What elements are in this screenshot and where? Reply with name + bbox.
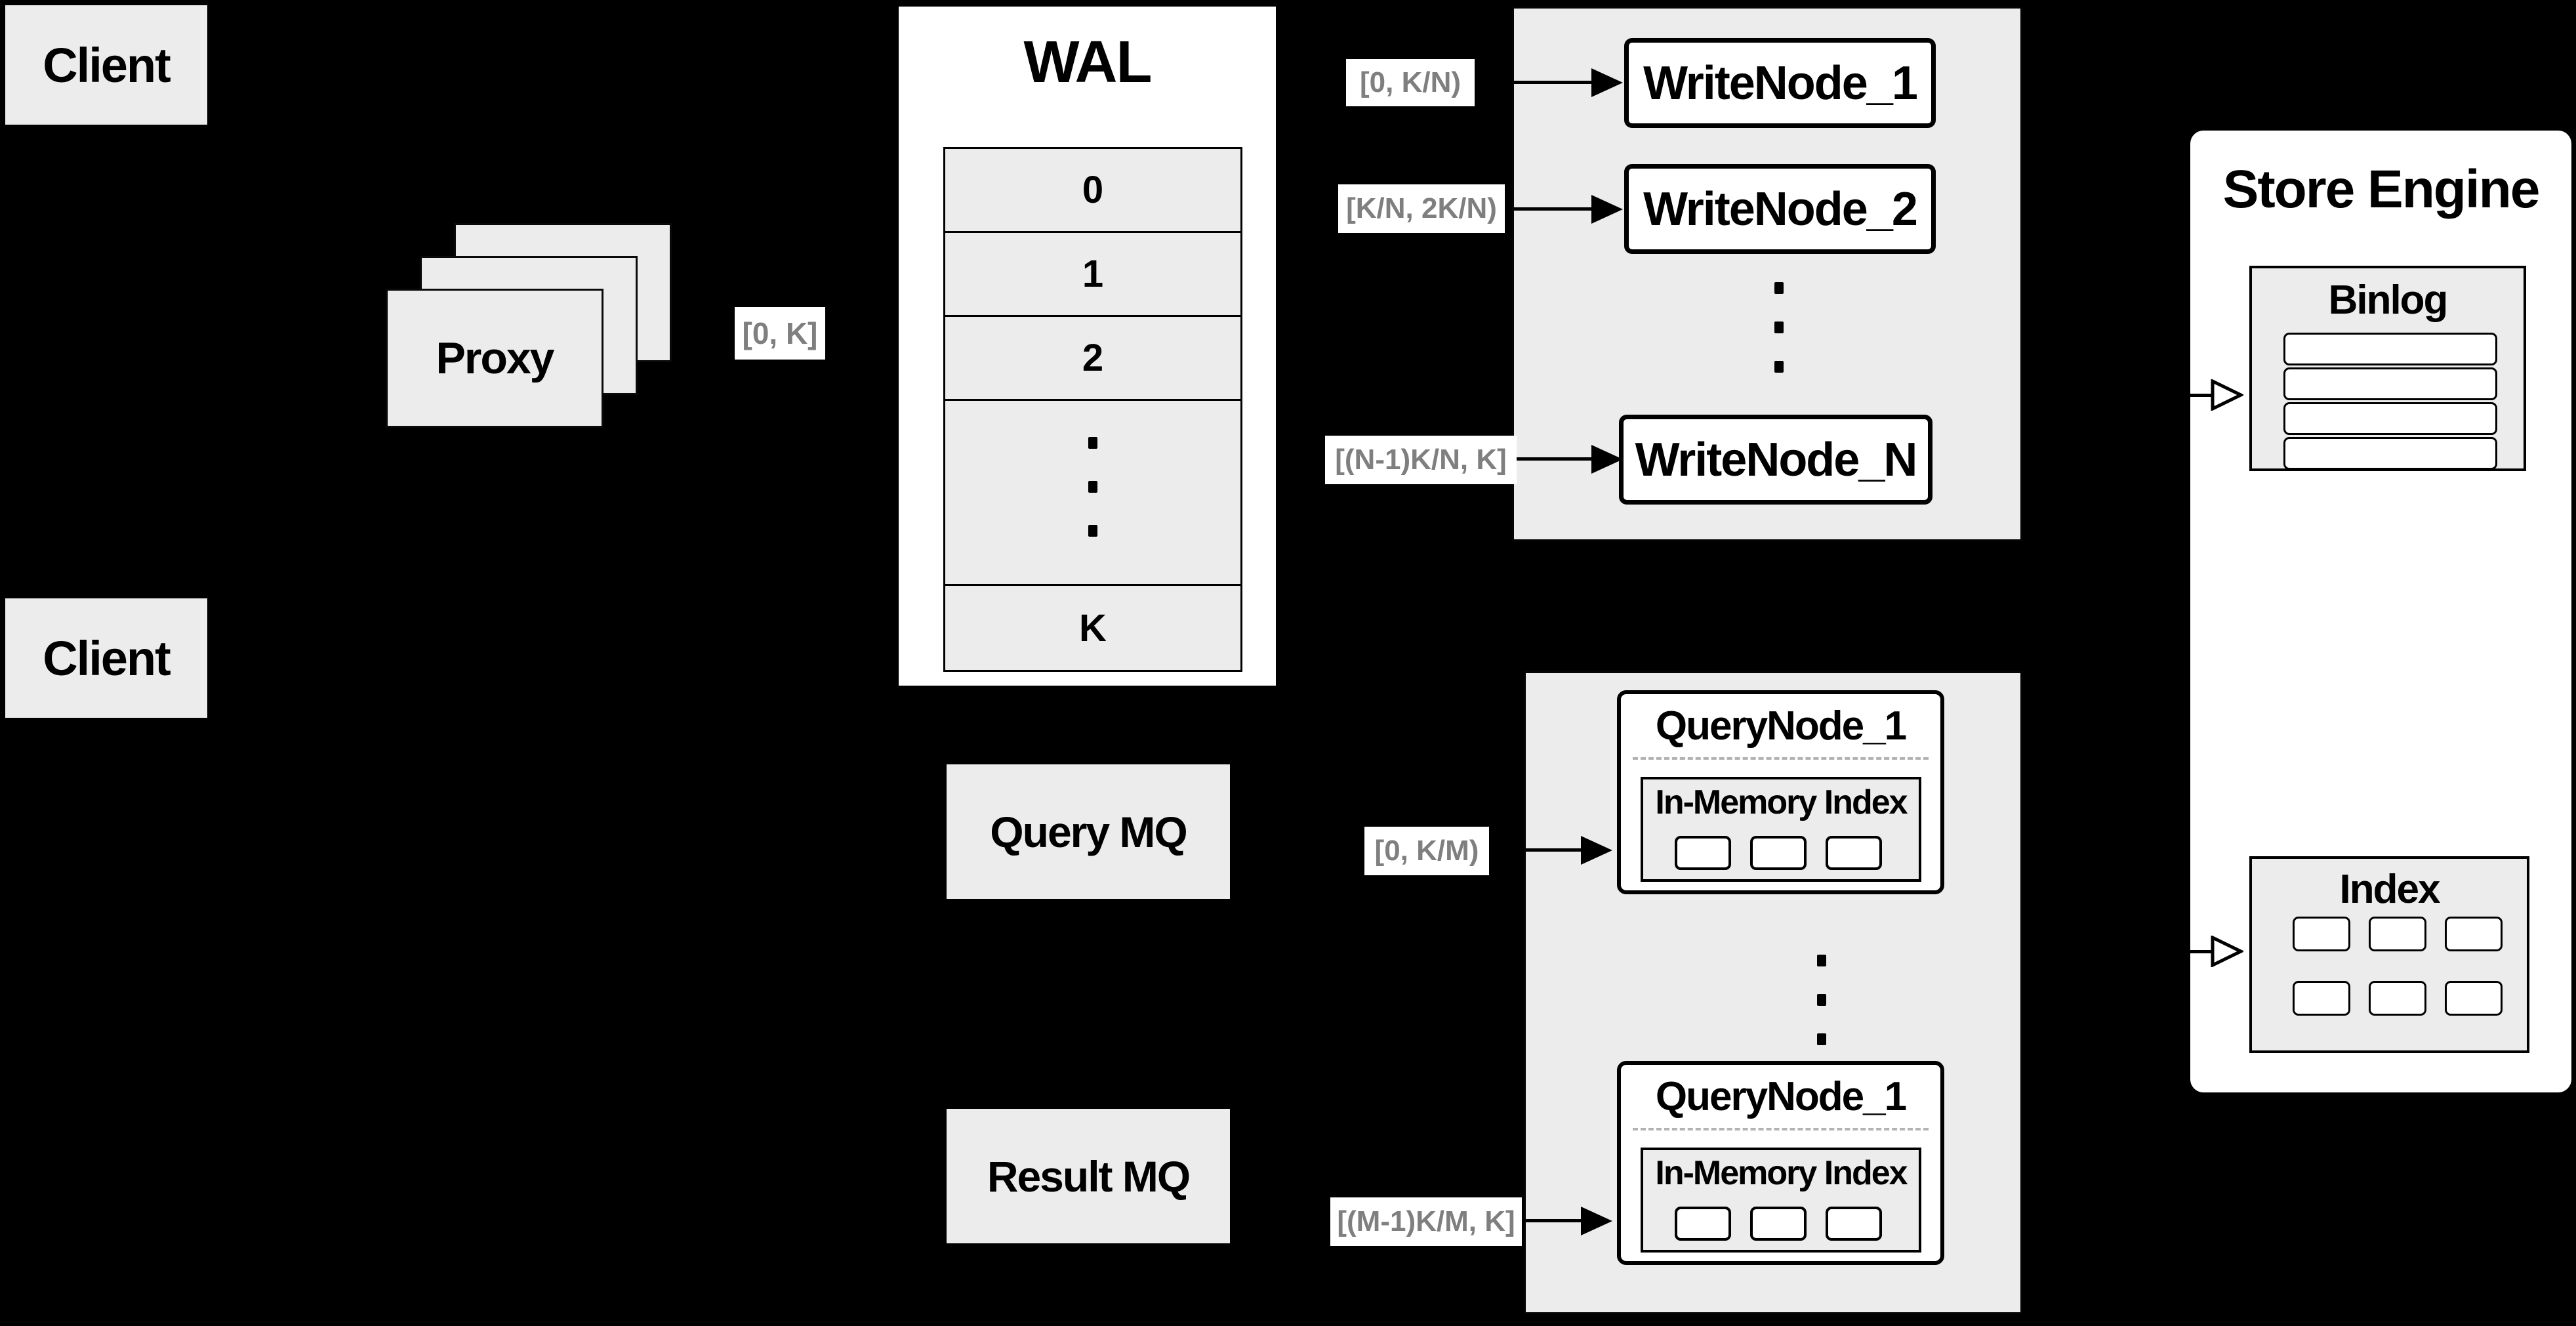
query-node-title: QueryNode_1 xyxy=(1655,703,1907,749)
in-memory-index-box: In-Memory Index xyxy=(1641,1148,1921,1253)
query-node-top: QueryNode_1 In-Memory Index xyxy=(1617,690,1944,894)
arrow-to-querynode-bottom xyxy=(1526,1219,1582,1222)
arrow-to-writenode1 xyxy=(1514,81,1593,84)
dashed-divider xyxy=(1633,757,1929,760)
arrow-to-querynode-top xyxy=(1526,848,1582,852)
arrow-to-writenoden xyxy=(1514,457,1593,461)
wal-title: WAL xyxy=(1023,29,1153,95)
index-segment-box xyxy=(1826,1207,1882,1241)
write-node-label: WriteNode_2 xyxy=(1643,182,1918,236)
binlog-row xyxy=(2283,402,2497,435)
binlog-title: Binlog xyxy=(2328,277,2449,323)
query-node-bottom: QueryNode_1 In-Memory Index xyxy=(1617,1061,1944,1265)
binlog-box: Binlog xyxy=(2249,266,2526,471)
ellipsis-dot xyxy=(1817,1033,1826,1045)
dashed-divider xyxy=(1633,1128,1929,1130)
arrow-to-writenode2 xyxy=(1514,207,1593,211)
result-mq-box: Result MQ xyxy=(947,1109,1230,1243)
write-node-1: WriteNode_1 xyxy=(1624,38,1936,128)
index-cell xyxy=(2445,917,2503,951)
write-range-label-2: [K/N, 2K/N) xyxy=(1338,184,1505,233)
client-box-top: Client xyxy=(5,5,207,125)
write-node-label: WriteNode_1 xyxy=(1643,56,1918,110)
hollow-arrowhead-index xyxy=(2211,936,2243,967)
store-engine-panel: Store Engine Binlog Index xyxy=(2190,131,2571,1092)
client-box-bottom: Client xyxy=(5,598,207,718)
arrowhead-to-writenode1 xyxy=(1591,68,1623,97)
index-cell xyxy=(2293,917,2350,951)
result-mq-label: Result MQ xyxy=(987,1151,1191,1201)
index-segment-box xyxy=(1675,1207,1731,1241)
query-mq-label: Query MQ xyxy=(990,807,1187,856)
client-label: Client xyxy=(43,37,171,93)
index-cell xyxy=(2369,981,2426,1016)
write-node-n: WriteNode_N xyxy=(1619,415,1932,505)
in-memory-index-title: In-Memory Index xyxy=(1655,783,1908,821)
arrowhead-to-querynode-top xyxy=(1581,836,1612,865)
hollow-arrowhead-binlog xyxy=(2211,379,2243,411)
binlog-row xyxy=(2283,333,2497,365)
index-segment-box xyxy=(1826,836,1882,870)
in-memory-index-box: In-Memory Index xyxy=(1641,777,1921,882)
index-cell xyxy=(2445,981,2503,1016)
index-segment-box xyxy=(1750,836,1807,870)
write-node-2: WriteNode_2 xyxy=(1624,164,1936,254)
ellipsis-dot xyxy=(1774,361,1784,373)
index-box: Index xyxy=(2249,856,2529,1053)
index-segment-box xyxy=(1750,1207,1807,1241)
proxy-label: Proxy xyxy=(436,333,555,383)
index-title: Index xyxy=(2339,866,2441,912)
wal-ellipsis-cell xyxy=(945,401,1240,586)
arrow-to-binlog xyxy=(2158,394,2213,397)
write-range-label-1: [0, K/N) xyxy=(1346,59,1475,106)
binlog-row xyxy=(2283,367,2497,400)
wal-segment-row-k: K xyxy=(945,586,1240,670)
ellipsis-dot xyxy=(1088,525,1097,537)
ellipsis-dot xyxy=(1774,282,1784,294)
client-label: Client xyxy=(43,631,171,686)
arrowhead-to-writenode2 xyxy=(1591,195,1623,224)
arrowhead-to-writenoden xyxy=(1591,445,1623,474)
ellipsis-dot xyxy=(1817,994,1826,1006)
query-range-label-m: [(M-1)K/M, K] xyxy=(1330,1197,1522,1246)
ellipsis-dot xyxy=(1088,437,1097,449)
index-segment-box xyxy=(1675,836,1731,870)
wal-segment-table: 0 1 2 K xyxy=(943,147,1242,672)
proxy-range-label: [0, K] xyxy=(735,307,825,360)
ellipsis-dot xyxy=(1774,321,1784,333)
index-cell xyxy=(2369,917,2426,951)
ellipsis-dot xyxy=(1088,481,1097,493)
arrow-to-index xyxy=(2158,950,2213,953)
write-node-label: WriteNode_N xyxy=(1635,433,1918,486)
wal-segment-row: 1 xyxy=(945,233,1240,317)
index-cell xyxy=(2293,981,2350,1016)
query-range-label-1: [0, K/M) xyxy=(1364,827,1489,875)
query-node-title: QueryNode_1 xyxy=(1655,1073,1907,1119)
wal-segment-row: 0 xyxy=(945,149,1240,233)
store-engine-title: Store Engine xyxy=(2222,159,2541,219)
wal-panel: WAL 0 1 2 K xyxy=(895,3,1279,689)
write-range-label-n: [(N-1)K/N, K] xyxy=(1325,436,1517,484)
ellipsis-dot xyxy=(1817,955,1826,966)
arrowhead-to-querynode-bottom xyxy=(1581,1207,1612,1235)
wal-segment-row: 2 xyxy=(945,317,1240,401)
proxy-card-front: Proxy xyxy=(386,289,603,428)
query-mq-box: Query MQ xyxy=(947,764,1230,899)
binlog-row xyxy=(2283,437,2497,470)
in-memory-index-title: In-Memory Index xyxy=(1655,1154,1908,1192)
